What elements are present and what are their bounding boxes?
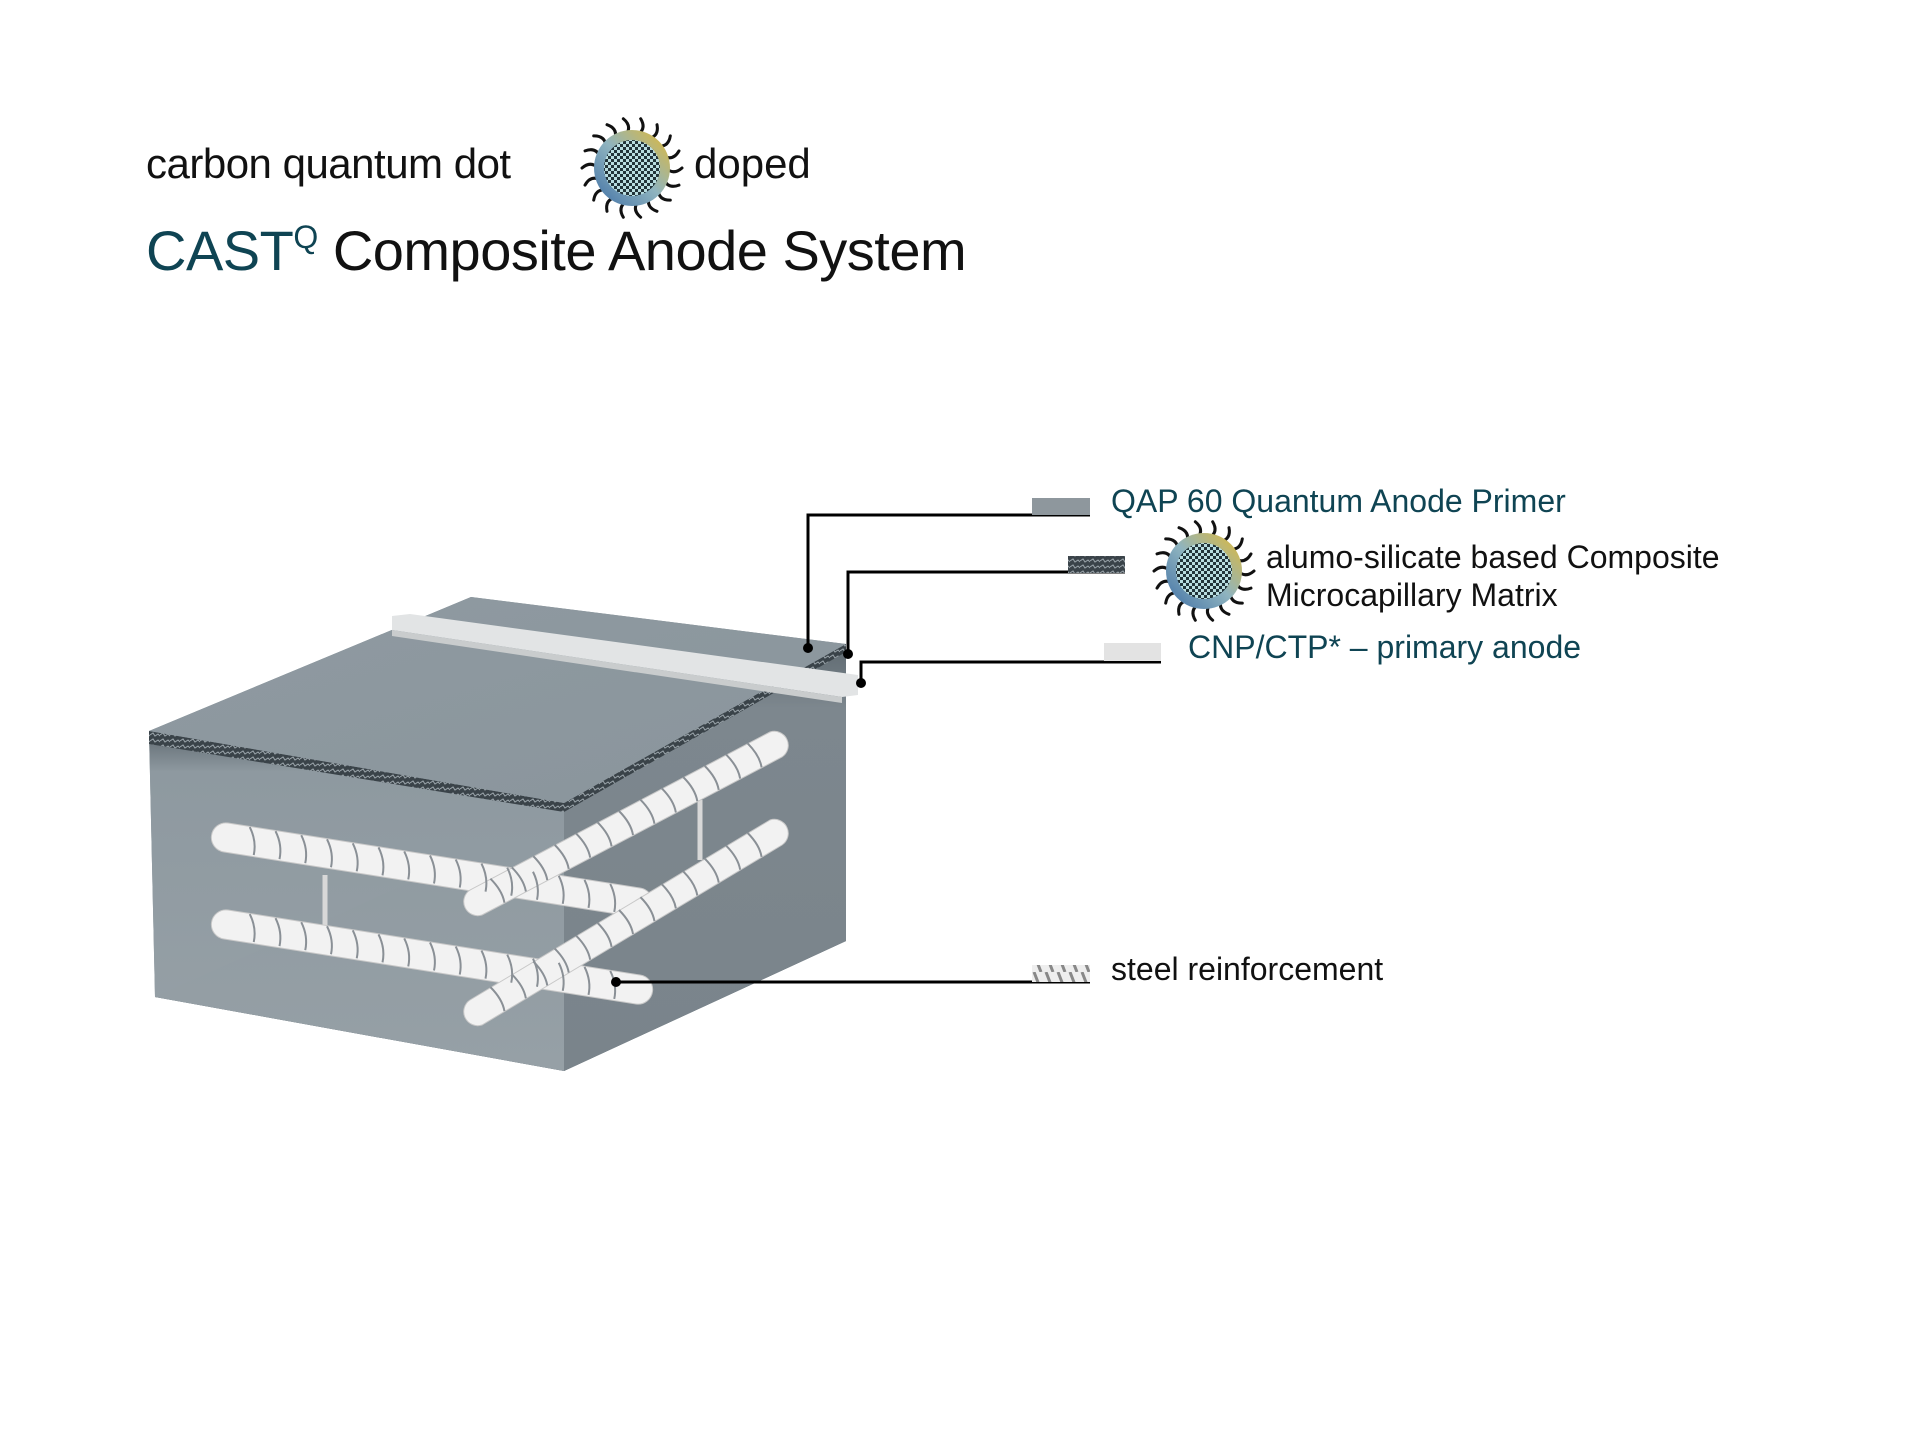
leader-anode [859,660,1161,681]
subtitle-suffix: doped [694,140,811,187]
rebar-lower-cross [463,818,789,1027]
rebar-upper-cross [463,730,789,917]
leader-dot [843,649,853,659]
block-top-face [149,597,846,803]
rebar-ribs [248,742,763,1012]
primary-anode-strip [392,614,858,697]
subtitle-prefix: carbon quantum dot [146,140,511,187]
hatched-swatch-icon [1032,965,1090,982]
leader-dot [803,643,813,653]
light-gray-swatch-icon [1104,643,1161,661]
leader-dot [856,678,866,688]
legend-label-matrix-line2: Microcapillary Matrix [1266,577,1558,613]
quantum-dot-icon [1152,520,1256,622]
textured-swatch-icon [1068,556,1125,573]
brand-name: CASTQ [146,219,318,282]
legend-label-anode: CNP/CTP* – primary anode [1188,629,1582,665]
quantum-dot-icon [580,117,684,219]
page-title: CASTQ Composite Anode System [146,218,967,283]
brand-superscript: Q [293,219,318,255]
matrix-layer [149,644,846,812]
leader-lines [616,513,1161,984]
gray-swatch-icon [1032,498,1090,515]
title-text: Composite Anode System [332,219,967,282]
steel-reinforcement [210,730,789,1027]
block-front-face [149,731,564,1071]
leader-primer [806,513,1090,644]
legend-label-matrix-line1: alumo-silicate based Composite [1266,539,1720,575]
legend-label-steel: steel reinforcement [1111,951,1384,987]
legend-label-primer: QAP 60 Quantum Anode Primer [1111,483,1566,519]
leader-dot [611,977,621,987]
leader-matrix [846,570,1125,652]
